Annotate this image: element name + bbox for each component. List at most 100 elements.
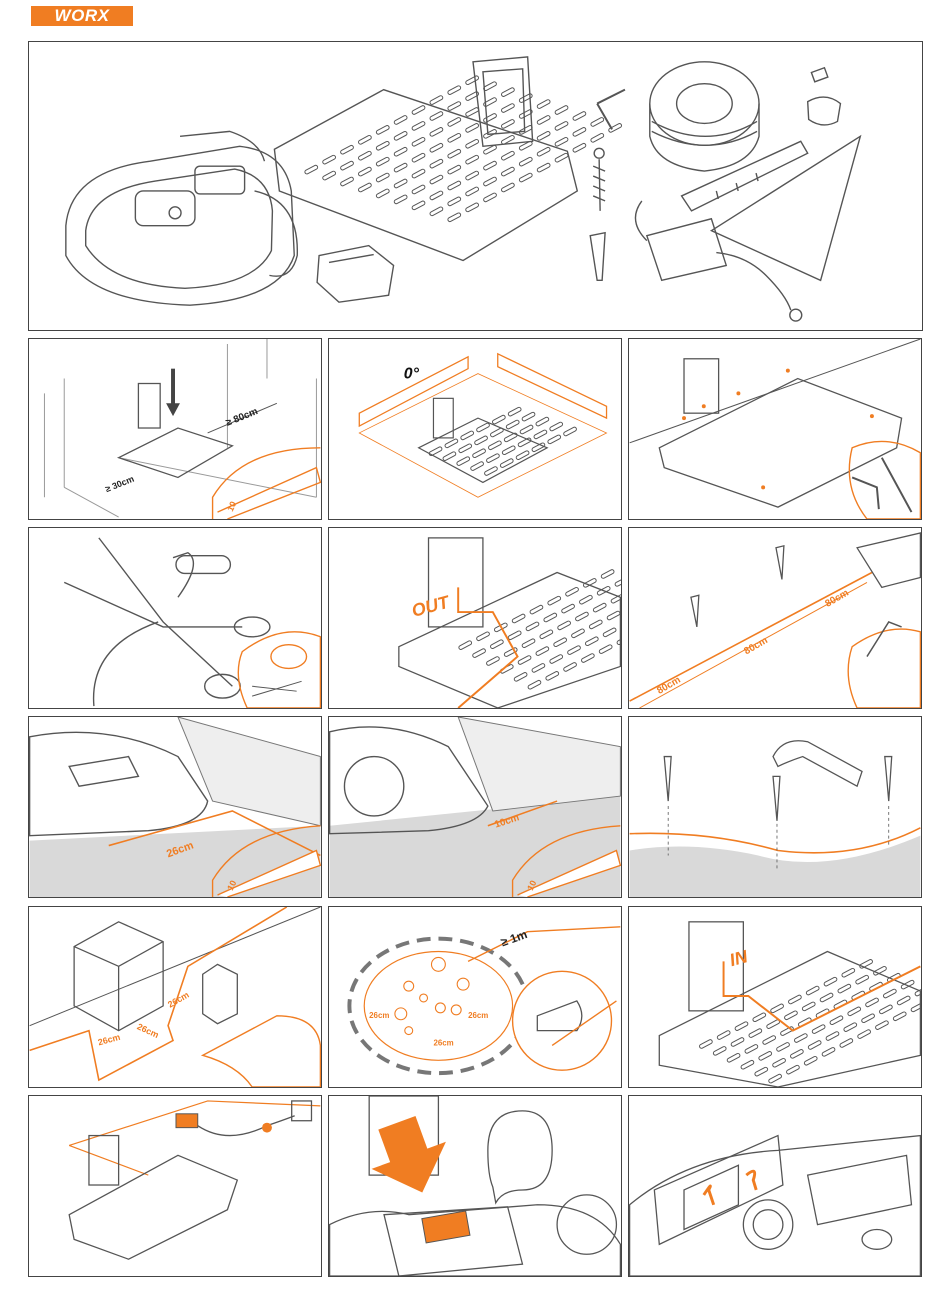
hammer-illustration <box>629 717 921 897</box>
base-slot <box>557 620 571 630</box>
base-slot <box>476 631 490 641</box>
base-slot <box>847 1006 861 1016</box>
in-illustration: IN <box>629 907 921 1087</box>
peg-distance-illustration: 80cm 80cm 80cm <box>629 528 921 708</box>
connector-illustration <box>808 68 841 125</box>
base-slot <box>910 1002 921 1012</box>
panel-in-connection: IN <box>628 906 922 1088</box>
base-slot <box>490 639 504 649</box>
base-slot <box>549 422 563 432</box>
base-slot <box>506 420 520 430</box>
base-slot <box>394 194 408 204</box>
base-slot <box>411 200 425 210</box>
base-slot <box>521 638 535 648</box>
base-slot <box>843 1022 857 1032</box>
base-slots <box>304 75 622 222</box>
base-slot <box>376 173 390 183</box>
base-slot <box>512 613 526 623</box>
base-slot <box>581 653 595 663</box>
base-slot <box>486 656 500 666</box>
base-slot <box>825 1031 839 1041</box>
wire-spool-illustration <box>650 62 759 171</box>
base-slot <box>411 153 425 163</box>
base-slot <box>447 165 461 175</box>
base-slot <box>444 438 458 448</box>
panel-flower-bed: ≥ 1m 26cm 26cm 26cm <box>328 906 622 1088</box>
base-slot <box>614 577 621 587</box>
mower-illustration <box>66 131 297 305</box>
base-slot <box>484 466 498 476</box>
base-slot <box>447 85 461 95</box>
base-slot <box>394 163 408 173</box>
base-slot <box>545 671 559 681</box>
base-slot <box>472 448 486 458</box>
base-slot <box>883 989 897 999</box>
ruler-illustration <box>682 141 808 211</box>
base-slot <box>772 1058 786 1068</box>
base-slot <box>465 186 479 196</box>
base-slot <box>829 1015 843 1025</box>
base-slot <box>518 655 532 665</box>
scissors-illustration <box>29 528 321 708</box>
base-slot <box>607 611 621 621</box>
base-slot <box>897 995 911 1005</box>
base-slot <box>501 103 515 113</box>
base-slot <box>501 182 515 192</box>
base-slot <box>340 145 354 155</box>
base-slot <box>394 147 408 157</box>
base-slot <box>465 123 479 133</box>
base-slot <box>855 975 869 985</box>
base-slot <box>458 640 472 650</box>
dist-1-label: 26cm <box>97 1032 122 1048</box>
base-slot <box>483 176 497 186</box>
base-slot <box>519 157 533 167</box>
base-slot <box>589 619 603 629</box>
base-slot <box>486 453 500 463</box>
screws-illustration <box>629 339 921 519</box>
base-slot <box>514 672 528 682</box>
base-slot <box>531 663 545 673</box>
base-slot <box>358 135 372 145</box>
base-slot <box>699 1039 713 1049</box>
base-slot <box>713 1046 727 1056</box>
base-slot <box>358 182 372 192</box>
obstacles-illustration: 26cm 26cm 26cm <box>29 907 321 1087</box>
base-slot <box>727 1053 741 1063</box>
base-slot <box>549 654 563 664</box>
base-slot <box>358 151 372 161</box>
base-slot <box>447 180 461 190</box>
base-slot <box>502 445 516 455</box>
dist-left-label: 26cm <box>369 1011 389 1020</box>
base-slot <box>394 115 408 125</box>
base-slot <box>553 637 567 647</box>
base-slot <box>533 429 547 439</box>
base-slot <box>875 1020 889 1030</box>
base-slot <box>537 115 551 125</box>
base-slot <box>447 133 461 143</box>
base-slot <box>837 984 851 994</box>
base-slot <box>808 1040 822 1050</box>
base-slot <box>429 127 443 137</box>
panel-peg-distance: 80cm 80cm 80cm <box>628 527 922 709</box>
peg-illustration <box>590 233 605 281</box>
base-slot <box>460 430 474 440</box>
base-slot <box>465 155 479 165</box>
angle-label: 0° <box>404 366 420 383</box>
base-slot <box>823 977 837 987</box>
base-slot <box>537 163 551 173</box>
base-slot <box>537 131 551 141</box>
base-slot <box>758 1051 772 1061</box>
base-slot <box>447 196 461 206</box>
base-slot <box>537 147 551 157</box>
panel-package-contents <box>28 41 923 331</box>
base-slot <box>411 169 425 179</box>
dist-bottom-label: 26cm <box>433 1038 453 1047</box>
base-slot <box>483 113 497 123</box>
base-slot <box>429 95 443 105</box>
base-slot <box>465 75 479 85</box>
base-slot <box>340 176 354 186</box>
base-slot <box>857 1029 871 1039</box>
base-slot <box>583 578 597 588</box>
panel-hammer-pegs <box>628 716 922 898</box>
base-slot <box>762 1035 776 1045</box>
